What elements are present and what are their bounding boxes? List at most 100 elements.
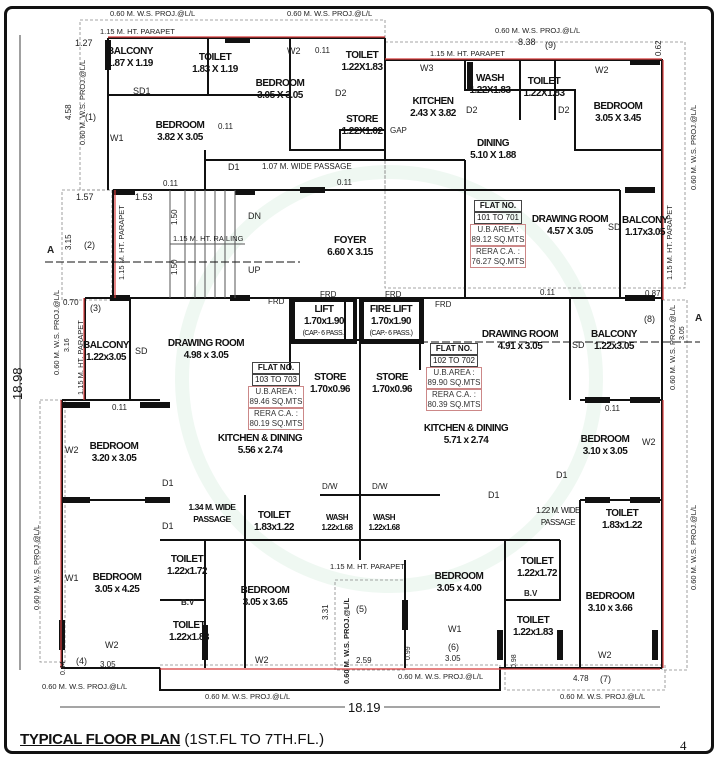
window-code: W2 bbox=[598, 650, 612, 660]
columns bbox=[59, 37, 660, 660]
passage-label: 1.07 M. WIDE PASSAGE bbox=[262, 162, 352, 171]
section-line-a bbox=[45, 261, 700, 343]
window-code: W2 bbox=[65, 445, 79, 455]
page-number: 4 bbox=[680, 738, 687, 753]
gap-label: GAP bbox=[390, 126, 407, 135]
dimension: 0.44 bbox=[60, 661, 67, 675]
window-code: W1 bbox=[65, 573, 79, 583]
projection-label: 0.60 M. W.S. PROJ.@L/L bbox=[668, 304, 677, 390]
projection-label: 0.60 M. W.S. PROJ.@L/L bbox=[205, 692, 291, 701]
door-code: D1 bbox=[228, 162, 240, 172]
dimension: 3.05 bbox=[679, 326, 686, 340]
projection-label: 0.60 M. W.S. PROJ.@L/L bbox=[689, 104, 698, 190]
projection-label: 0.60 M. W.S. PROJ.@L/L bbox=[398, 672, 484, 681]
window-code: W2 bbox=[642, 437, 656, 447]
section-marker-a: A bbox=[47, 245, 55, 256]
wall-thickness-label: 0.11 bbox=[218, 122, 233, 131]
fire-door-code: FRD bbox=[320, 290, 337, 299]
marker: (7) bbox=[600, 674, 611, 684]
window-code: W3 bbox=[420, 63, 434, 73]
dimension: 1.50 bbox=[170, 259, 179, 275]
wall-thickness-label: 0.11 bbox=[112, 403, 127, 412]
door-code: D1 bbox=[488, 490, 500, 500]
window-code: W2 bbox=[287, 46, 301, 56]
marker: (4) bbox=[76, 656, 87, 666]
sliding-door-code: SD bbox=[608, 222, 621, 232]
fire-door-code: FRD bbox=[435, 300, 452, 309]
window-code: W2 bbox=[595, 65, 609, 75]
marker: (2) bbox=[84, 240, 95, 250]
wall-thickness-label: 0.11 bbox=[337, 178, 352, 187]
wall-thickness-label: 0.11 bbox=[605, 404, 620, 413]
wall-thickness-label: 0.11 bbox=[163, 179, 178, 188]
parapet-label: 1.15 M. HT. PARAPET bbox=[117, 205, 126, 280]
window-code: W2 bbox=[255, 655, 269, 665]
dimension: 1.53 bbox=[135, 192, 153, 202]
window-code: W1 bbox=[448, 624, 462, 634]
stair-down-label: DN bbox=[248, 211, 261, 221]
projection-label: 0.60 M. W.S. PROJ.@L/L bbox=[287, 9, 373, 18]
staircase bbox=[169, 190, 245, 298]
dimension: 3.05 bbox=[445, 654, 461, 663]
door-code: D1 bbox=[162, 521, 174, 531]
dimension: 8.38 bbox=[518, 37, 536, 47]
dimension: 4.78 bbox=[573, 674, 589, 683]
dimension: 1.50 bbox=[170, 209, 179, 225]
sliding-door-code: SD bbox=[135, 346, 148, 356]
lift-shafts bbox=[291, 298, 424, 344]
dimension: 3.31 bbox=[321, 604, 330, 620]
ventilator-code: B.V bbox=[524, 589, 538, 598]
marker: (1) bbox=[85, 112, 96, 122]
parapet-lines bbox=[60, 36, 664, 670]
dimension: 0.99 bbox=[405, 646, 412, 660]
parapet-label: 1.15 M. HT. PARAPET bbox=[330, 562, 405, 571]
overall-height-dimension: 18.98 bbox=[10, 367, 25, 400]
drawing-title: TYPICAL FLOOR PLAN (1ST.FL TO 7TH.FL.) bbox=[20, 731, 325, 748]
projection-label: 0.60 M. W.S. PROJ.@L/L bbox=[495, 26, 581, 35]
ventilator-code: B.V bbox=[181, 598, 195, 607]
marker: (6) bbox=[448, 642, 459, 652]
parapet-label: 1.15 M. HT. PARAPET bbox=[665, 205, 674, 280]
projection-label: 0.60 M. W.S. PROJ.@L/L bbox=[560, 692, 646, 701]
wall-thickness-label: 0.11 bbox=[315, 46, 330, 55]
window-code: W1 bbox=[110, 133, 124, 143]
door-code: D2 bbox=[466, 105, 478, 115]
door-code: D1 bbox=[162, 478, 174, 488]
projection-label: 0.60 M. W.S. PROJ.@L/L bbox=[42, 682, 128, 691]
projection-label: 0.60 M. W.S. PROJ.@L/L bbox=[32, 524, 41, 610]
overall-width-dimension: 18.19 bbox=[345, 700, 384, 715]
marker: (5) bbox=[356, 604, 367, 614]
dimension: 1.57 bbox=[76, 192, 94, 202]
parapet-label: 1.15 M. HT. PARAPET bbox=[76, 320, 85, 395]
section-marker-a: A bbox=[695, 313, 703, 324]
door-code: D1 bbox=[556, 470, 568, 480]
